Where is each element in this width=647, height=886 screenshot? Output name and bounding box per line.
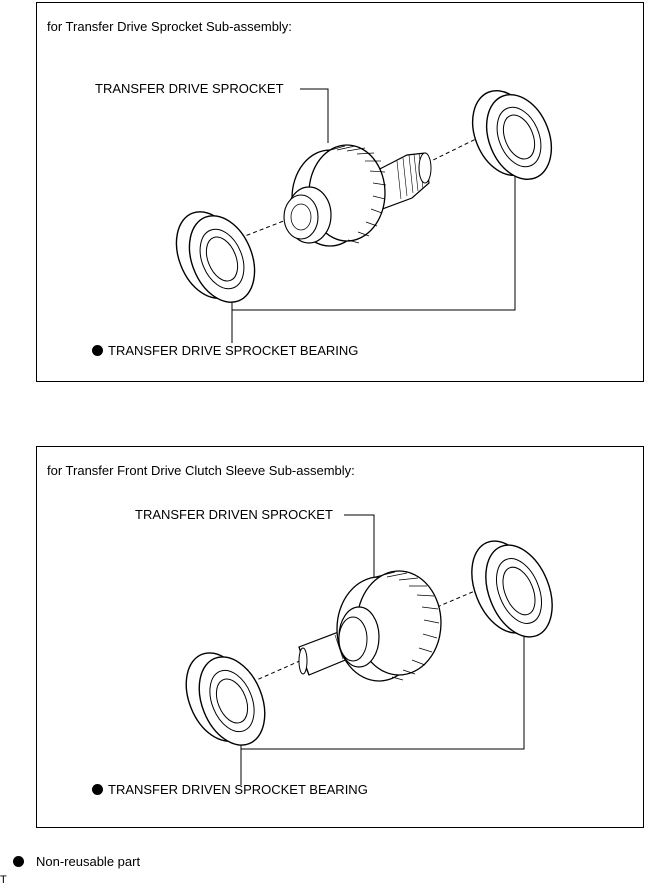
bearing-label: TRANSFER DRIVEN SPROCKET BEARING [108,782,368,797]
part-label: TRANSFER DRIVEN SPROCKET [135,507,333,522]
panel-title: for Transfer Drive Sprocket Sub-assembly… [47,19,292,34]
bearing-label: TRANSFER DRIVE SPROCKET BEARING [108,343,359,358]
bearing-right [471,89,553,181]
non-reusable-dot-icon [92,784,103,795]
drive-sprocket-part [283,144,432,247]
filled-circle-icon [13,856,24,867]
bearing-left [175,211,256,303]
center-axis [251,584,490,683]
part-label: TRANSFER DRIVE SPROCKET [95,81,284,96]
bearing-label-row: TRANSFER DRIVE SPROCKET BEARING [92,343,358,359]
diagram-panel-drive-sprocket: for Transfer Drive Sprocket Sub-assembly… [36,2,644,382]
panel-title: for Transfer Front Drive Clutch Sleeve S… [47,463,355,478]
leader-lines [231,88,516,343]
leader-lines [240,514,525,785]
legend-label: Non-reusable part [36,854,141,869]
non-reusable-dot-icon [92,345,103,356]
bearing-left [185,652,266,746]
legend: Non-reusable part [13,854,140,869]
diagram-panel-driven-sprocket: for Transfer Front Drive Clutch Sleeve S… [36,446,644,828]
bearing-label-row: TRANSFER DRIVEN SPROCKET BEARING [92,782,368,798]
drive-sprocket-illustration [175,88,553,343]
driven-sprocket-illustration [185,514,553,785]
driven-sprocket-part [298,570,442,682]
bearing-right [471,540,553,638]
corner-mark: T [0,874,7,886]
